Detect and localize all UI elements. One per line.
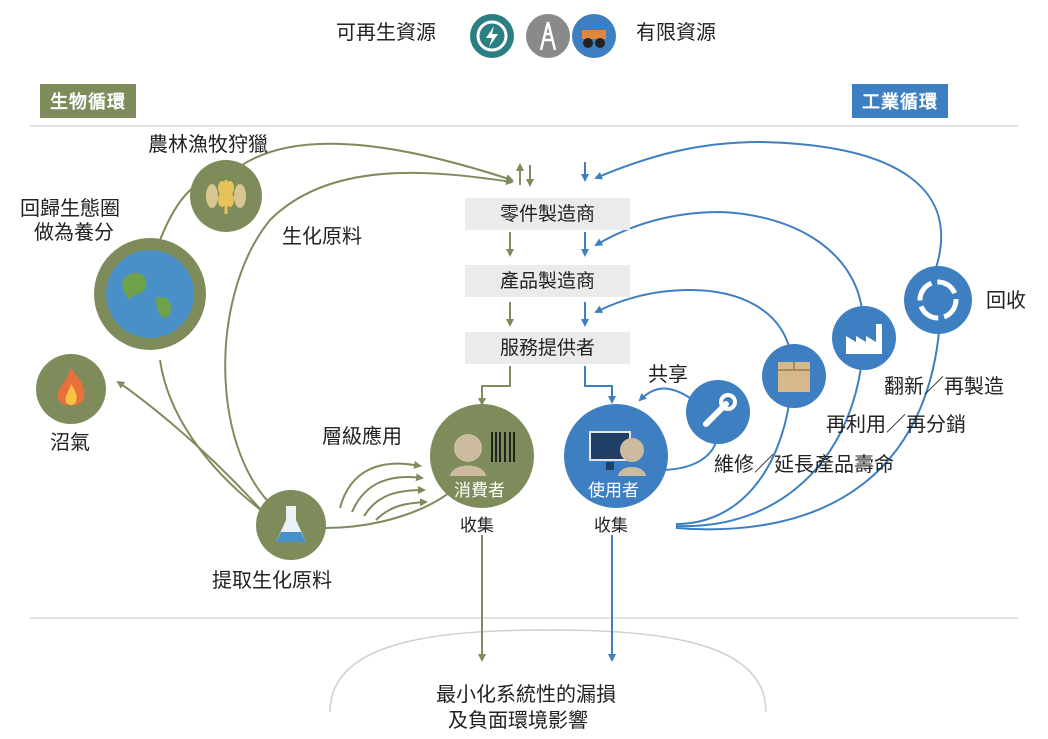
link-consumer-extract <box>324 487 456 529</box>
return-label-line2: 做為養分 <box>34 220 114 244</box>
cascade-arrow-1 <box>339 460 422 509</box>
arrow-share-to-user <box>638 387 691 402</box>
arrow-to-biogas <box>116 380 271 521</box>
user-node <box>564 404 668 508</box>
biogas-label: 沼氣 <box>50 430 90 454</box>
arrow-reuse-to-service <box>594 288 791 351</box>
recycle-icon <box>904 266 972 334</box>
leakage-label-line2: 及負面環境影響 <box>448 708 588 732</box>
wheat-fish-icon <box>190 160 262 232</box>
extract-label: 提取生化原料 <box>212 568 332 592</box>
leak-dome <box>329 629 767 713</box>
bio-cycle-header: 生物循環 <box>40 84 136 118</box>
maintain-label: 維修／延長產品壽命 <box>714 452 894 476</box>
link-collect-recycle <box>675 319 941 531</box>
consumer-label: 消費者 <box>454 481 505 501</box>
link-collect-refurbish <box>675 359 863 528</box>
consumer-node <box>430 404 534 508</box>
arrow-service-consumer <box>478 366 511 406</box>
wrench-icon <box>686 380 750 444</box>
cascade-arrow-4 <box>375 498 428 521</box>
leakage-label-line1: 最小化系統性的漏損 <box>436 682 616 706</box>
arrow-extract-to-biochem <box>224 171 514 521</box>
flame-icon <box>36 354 106 424</box>
oil-derrick-icon <box>526 14 570 58</box>
globe-icon <box>94 238 206 350</box>
refurbish-label: 翻新／再製造 <box>884 374 1004 398</box>
biochem-label: 生化原料 <box>282 224 362 248</box>
arrow-farming-to-parts <box>227 142 514 182</box>
share-label: 共享 <box>648 362 688 386</box>
legend-finite-label: 有限資源 <box>636 20 716 44</box>
recycle-label: 回收 <box>986 288 1026 312</box>
user-label: 使用者 <box>588 481 639 501</box>
cascade-arrow-3 <box>363 486 426 517</box>
lightning-icon <box>470 14 514 58</box>
arrow-recycle-to-parts <box>594 140 943 269</box>
arrow-refurbish-to-product <box>594 210 863 311</box>
consumer-collect-label: 收集 <box>460 516 494 536</box>
parts-manufacturer-box: 零件製造商 <box>465 198 630 230</box>
flask-icon <box>256 490 326 560</box>
arrow-service-user <box>584 366 616 404</box>
legend-renewable-label: 可再生資源 <box>336 20 436 44</box>
tech-cycle-header: 工業循環 <box>852 84 948 118</box>
cascade-label: 層級應用 <box>322 424 402 448</box>
reuse-label: 再利用／再分銷 <box>826 412 966 436</box>
product-manufacturer-box: 產品製造商 <box>465 265 630 297</box>
farming-label: 農林漁牧狩獵 <box>148 132 268 156</box>
box-icon <box>762 344 826 408</box>
cascade-arrow-2 <box>351 473 424 513</box>
service-provider-box: 服務提供者 <box>465 332 630 364</box>
link-collect-reuse <box>675 397 791 525</box>
return-label-line1: 回歸生態圈 <box>20 196 120 220</box>
user-collect-label: 收集 <box>594 516 628 536</box>
factory-icon <box>832 306 896 370</box>
mining-truck-icon <box>572 14 616 58</box>
